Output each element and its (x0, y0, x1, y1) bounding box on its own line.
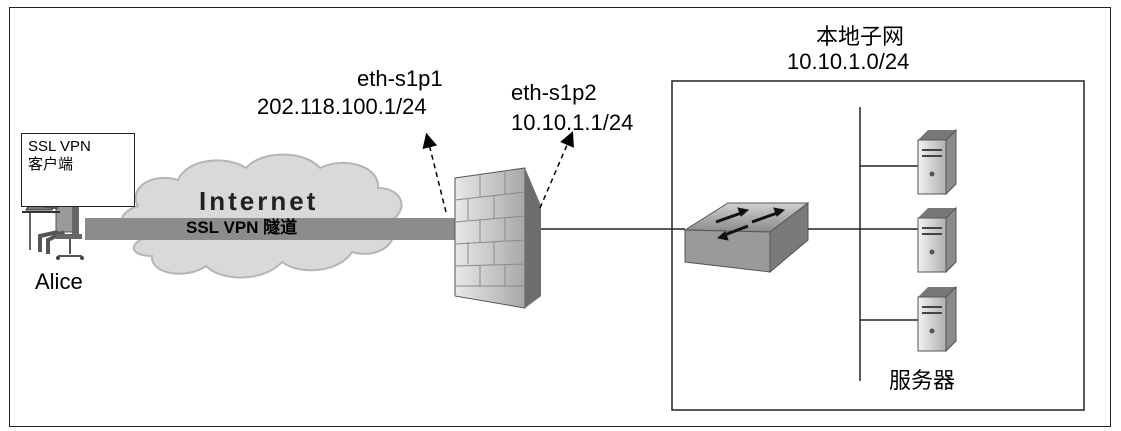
servers-label: 服务器 (889, 368, 956, 393)
port2-name-label: eth-s1p2 (511, 80, 597, 105)
port1-callout-arrow (422, 132, 447, 213)
server-icon-2 (917, 206, 957, 274)
ssl-vpn-tunnel-bar (85, 218, 458, 240)
ssl-vpn-client-box: SSL VPN 客户端 (21, 133, 135, 207)
internet-label: Internet (199, 186, 319, 216)
port2-callout-arrow (539, 131, 574, 209)
firewall-icon (454, 167, 541, 309)
port1-name-label: eth-s1p1 (357, 66, 443, 91)
port1-ip-label: 202.118.100.1/24 (257, 94, 427, 119)
port2-ip-label: 10.10.1.1/24 (511, 110, 634, 135)
client-box-line2: 客户端 (28, 156, 74, 173)
internet-cloud (120, 153, 403, 279)
diagram-frame (9, 7, 1111, 427)
server-icon-3 (917, 285, 957, 353)
local-subnet-title: 本地子网 (816, 24, 905, 49)
switch-icon (683, 201, 810, 274)
local-subnet-cidr: 10.10.1.0/24 (787, 49, 910, 74)
client-box-line1: SSL VPN (28, 138, 91, 155)
user-name-label: Alice (35, 269, 83, 294)
local-subnet-box (671, 80, 1085, 411)
tunnel-label: SSL VPN 隧道 (186, 218, 298, 237)
server-icon-1 (917, 128, 957, 196)
